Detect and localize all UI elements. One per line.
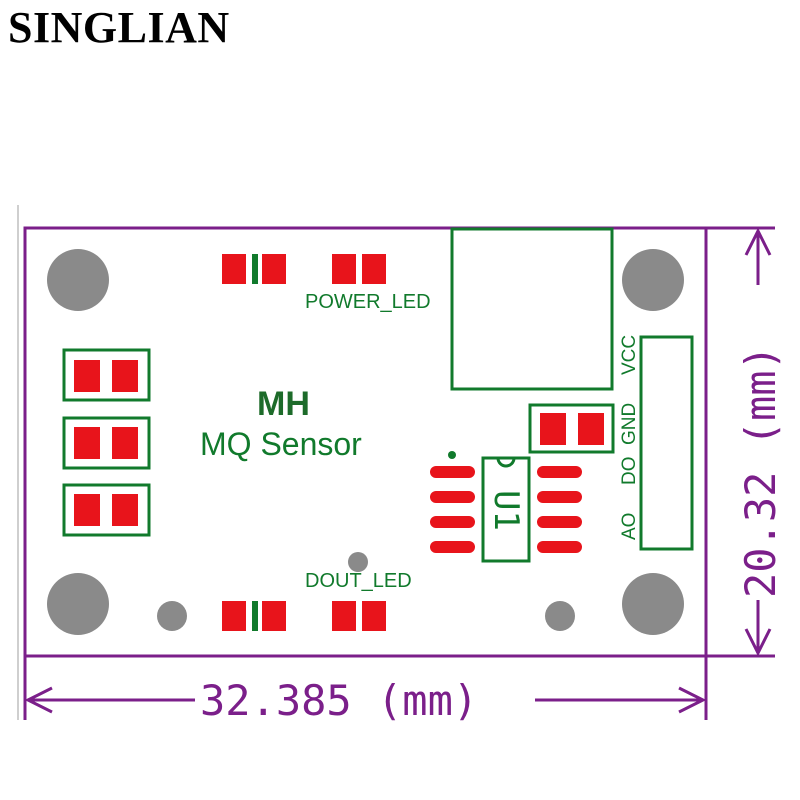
power-led-resistor-pads [222, 254, 286, 284]
dout-led-pads [332, 601, 386, 631]
dout-led-resistor-pads [222, 601, 286, 631]
chip-label: U1 [486, 490, 526, 531]
dout-led-label: DOUT_LED [305, 570, 412, 592]
sensor-connector-footprint [450, 227, 614, 391]
pin-header [639, 335, 694, 551]
mount-hole-bl [47, 573, 109, 635]
left-component-2 [62, 416, 151, 470]
mount-hole-br [622, 573, 684, 635]
width-dimension [24, 686, 707, 714]
left-component-1 [62, 348, 151, 402]
power-led-label: POWER_LED [305, 291, 431, 313]
board-subtitle: MQ Sensor [200, 426, 362, 462]
width-dimension-label: 32.385 (mm) [200, 676, 478, 725]
small-hole-2 [545, 601, 575, 631]
small-hole-3 [348, 552, 368, 572]
height-dimension [744, 227, 772, 657]
board-title: MH [257, 385, 310, 423]
pin-label-vcc: VCC [619, 335, 640, 375]
power-led-pads [332, 254, 386, 284]
u1-chip [430, 451, 582, 563]
brand-title: SINGLIAN [8, 3, 230, 52]
left-component-3 [62, 483, 151, 537]
pin-label-do: DO [619, 457, 640, 486]
pin-label-ao: AO [619, 513, 640, 540]
capacitor-footprint [528, 403, 615, 454]
small-hole-1 [157, 601, 187, 631]
height-dimension-label: 20.32 (mm) [736, 345, 785, 598]
mount-hole-tl [47, 249, 109, 311]
pin-label-gnd: GND [619, 403, 640, 445]
mount-hole-tr [622, 249, 684, 311]
